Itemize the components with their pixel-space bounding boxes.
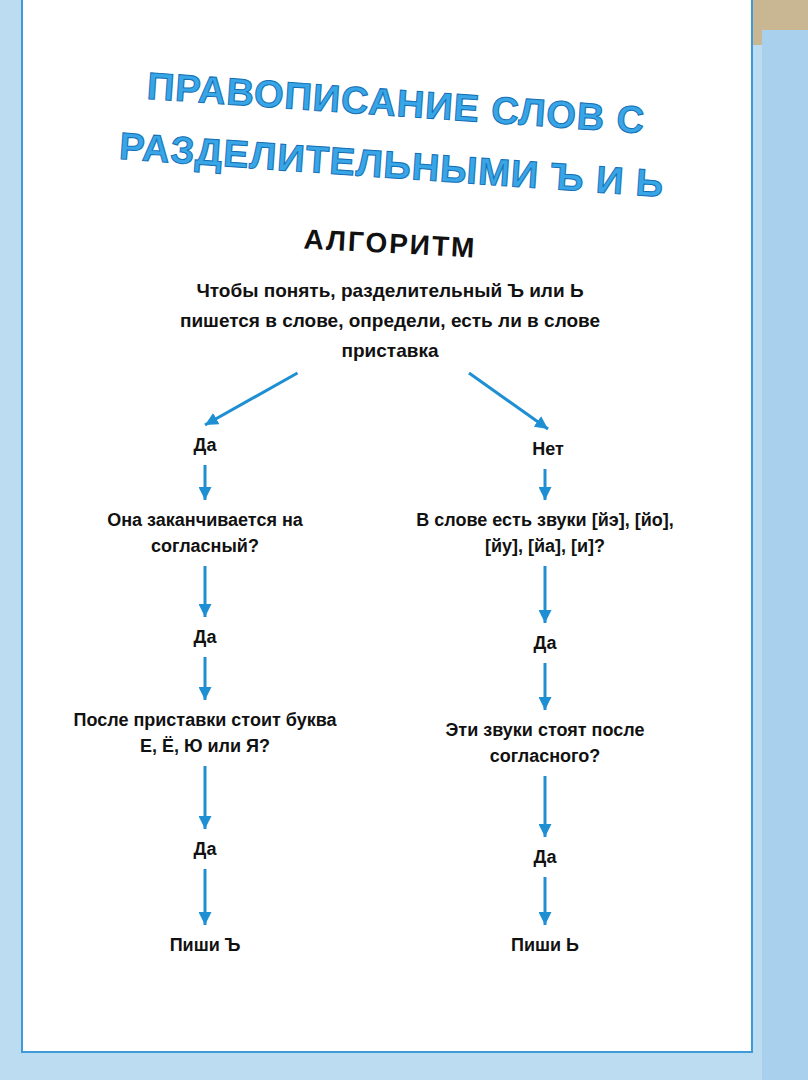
page-title: ПРАВОПИСАНИЕ СЛОВ С РАЗДЕЛИТЕЛЬНЫМИ Ъ И … bbox=[80, 51, 707, 218]
white-panel bbox=[22, 0, 752, 1052]
step-text: В слове есть звуки [йэ], [йо], [йу], [йа… bbox=[399, 507, 691, 559]
flow-arrow bbox=[204, 766, 207, 829]
question-step: В слове есть звуки [йэ], [йо], [йу], [йа… bbox=[395, 503, 695, 563]
step-text: После приставки стоит буква Е, Ё, Ю или … bbox=[72, 707, 339, 759]
next-page bbox=[762, 30, 808, 1080]
question-step: Она заканчивается на согласный? bbox=[93, 503, 318, 563]
step-text: Эти звуки стоят после согласного? bbox=[442, 717, 649, 769]
step-text: Да bbox=[179, 624, 231, 650]
flow-step: Пиши Ъ bbox=[140, 928, 270, 962]
branch-answer: Нет bbox=[513, 432, 583, 466]
question-step: После приставки стоит буква Е, Ё, Ю или … bbox=[68, 703, 343, 763]
flow-arrow bbox=[204, 657, 207, 700]
flow-step: Чтобы понять, разделительный Ъ или Ь пиш… bbox=[175, 272, 605, 370]
branch-answer: Да bbox=[515, 840, 575, 874]
step-text: Да bbox=[179, 432, 231, 458]
flow-arrow bbox=[469, 373, 548, 429]
step-text: Да bbox=[179, 836, 231, 862]
flow-arrow bbox=[204, 566, 207, 617]
flow-arrow bbox=[544, 776, 547, 837]
branch-answer: Да bbox=[175, 832, 235, 866]
flow-arrow bbox=[544, 566, 547, 623]
flow-arrow bbox=[544, 663, 547, 710]
step-text: Она заканчивается на согласный? bbox=[97, 507, 314, 559]
question-step: Эти звуки стоят после согласного? bbox=[438, 713, 653, 773]
flow-arrow bbox=[544, 469, 547, 500]
branch-answer: Да bbox=[175, 620, 235, 654]
branch-answer: Да bbox=[515, 626, 575, 660]
branch-answer: Да bbox=[175, 428, 235, 462]
flow-arrow bbox=[204, 869, 207, 925]
step-text: Пиши Ь bbox=[484, 932, 606, 958]
subtitle: АЛГОРИТМ bbox=[239, 220, 540, 268]
flow-arrow bbox=[544, 877, 547, 925]
step-text: Нет bbox=[517, 436, 579, 462]
step-text: Да bbox=[519, 844, 571, 870]
flow-arrow bbox=[204, 465, 207, 500]
step-text: Пиши Ъ bbox=[144, 932, 266, 958]
flow-arrow bbox=[205, 373, 298, 425]
flow-step: Пиши Ь bbox=[480, 928, 610, 962]
step-text: Да bbox=[519, 630, 571, 656]
step-text: Чтобы понять, разделительный Ъ или Ь пиш… bbox=[179, 276, 601, 366]
